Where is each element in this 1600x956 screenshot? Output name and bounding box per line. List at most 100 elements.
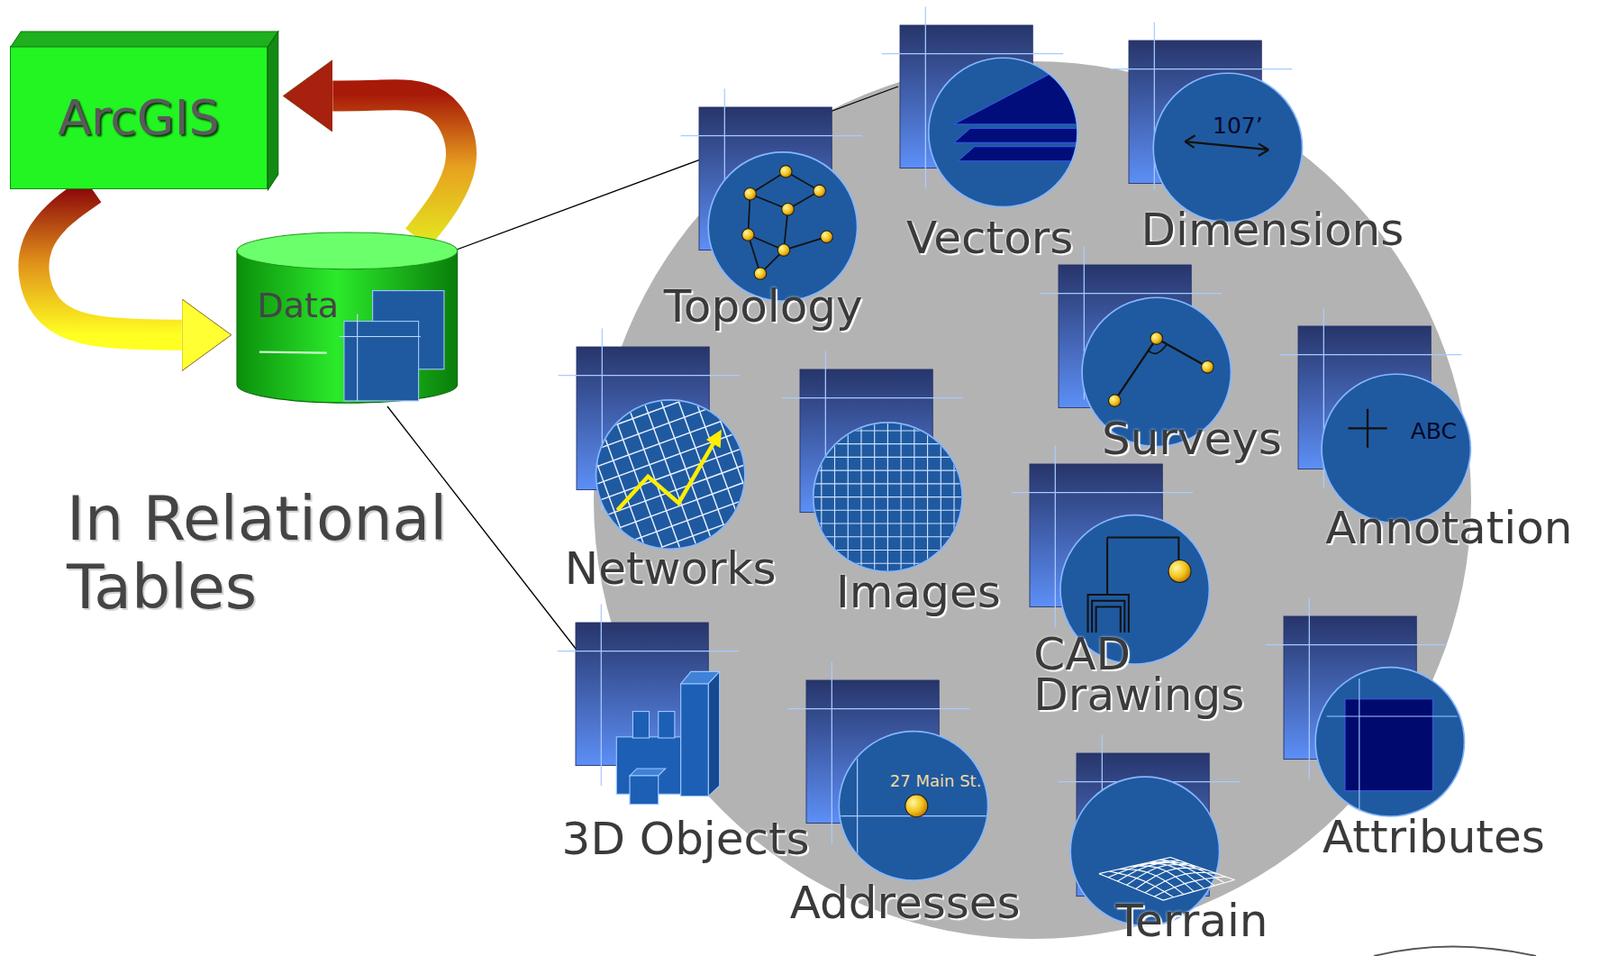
application-box: ArcGIS bbox=[9, 45, 267, 190]
vector-band bbox=[954, 128, 1085, 144]
data-type-icon: Attributes bbox=[1283, 616, 1417, 760]
dimension-arrow bbox=[1184, 136, 1269, 157]
terrain-mesh bbox=[1099, 856, 1236, 900]
annotation-anchor bbox=[1347, 409, 1387, 448]
node-label: CAD Drawings bbox=[1033, 634, 1259, 716]
raster-grid bbox=[806, 415, 970, 579]
survey-angle bbox=[1147, 345, 1166, 355]
network-grid bbox=[539, 344, 801, 606]
network-grid bbox=[539, 344, 801, 606]
flow-arrow bbox=[332, 94, 462, 238]
table-sheet bbox=[344, 321, 419, 401]
icon-art bbox=[1283, 616, 1285, 618]
tower-side bbox=[708, 671, 719, 796]
cylinder-body bbox=[236, 251, 458, 404]
network-grid bbox=[539, 344, 801, 606]
database-cylinder: Data bbox=[236, 232, 458, 403]
network-grid bbox=[539, 344, 801, 606]
icon-disc bbox=[708, 152, 857, 301]
node-label: Attributes bbox=[1322, 810, 1546, 864]
system-name: ArcGIS bbox=[57, 89, 220, 146]
icon-art bbox=[806, 680, 808, 682]
caption-label: In Relational Tables bbox=[66, 484, 491, 622]
network-grid bbox=[539, 344, 801, 606]
highlight bbox=[259, 352, 328, 354]
node-label: Dimensions bbox=[1140, 203, 1404, 256]
survey-point bbox=[1200, 361, 1214, 374]
icon-art bbox=[699, 107, 700, 109]
topology-edge bbox=[783, 236, 828, 251]
address-point bbox=[905, 794, 928, 818]
raster-grid bbox=[806, 415, 970, 579]
topology-vertex bbox=[777, 244, 791, 257]
tower-front bbox=[680, 683, 709, 797]
box-depth bbox=[10, 46, 12, 48]
chimney bbox=[658, 710, 675, 737]
raster-grid bbox=[806, 415, 970, 579]
raster-grid bbox=[806, 415, 970, 579]
cad-point bbox=[1168, 560, 1191, 583]
cube-top bbox=[629, 768, 666, 776]
dimension-value: 107’ bbox=[1212, 112, 1264, 139]
raster-grid bbox=[806, 415, 970, 579]
icon-art bbox=[576, 346, 578, 348]
box-side bbox=[268, 31, 279, 191]
data-type-icon: 3D Objects bbox=[575, 622, 709, 766]
node-label: Images bbox=[836, 565, 1001, 619]
icon-disc bbox=[1315, 667, 1464, 817]
raster-grid bbox=[806, 415, 970, 579]
icon-art bbox=[1076, 753, 1078, 755]
data-type-icon: Topology bbox=[699, 107, 832, 251]
icon-disc bbox=[1153, 73, 1302, 223]
raster-grid bbox=[806, 415, 970, 579]
node-label: Annotation bbox=[1325, 501, 1573, 555]
partial-ellipse bbox=[1373, 946, 1537, 956]
topology-vertex bbox=[741, 228, 755, 242]
topology-vertex bbox=[779, 164, 792, 178]
cylinder-shape bbox=[236, 232, 238, 234]
data-type-icon: Terrain bbox=[1076, 753, 1210, 897]
address-crosshair bbox=[831, 724, 995, 888]
survey-traverse bbox=[1114, 338, 1208, 401]
network-grid bbox=[539, 344, 801, 606]
survey-point bbox=[1108, 394, 1121, 408]
node-label: Networks bbox=[564, 542, 777, 595]
icon-art bbox=[900, 25, 901, 27]
data-type-icon: Dimensions107’ bbox=[1128, 40, 1262, 184]
cube-front bbox=[629, 775, 659, 805]
vector-band bbox=[958, 146, 1085, 162]
data-type-icon: AnnotationABC bbox=[1298, 326, 1431, 470]
raster-grid bbox=[806, 415, 970, 579]
raster-grid bbox=[806, 415, 970, 579]
store-name: Data bbox=[256, 285, 339, 326]
data-type-icon: CAD Drawings bbox=[1029, 463, 1163, 608]
topology-vertex bbox=[754, 267, 767, 281]
annotation-sample: ABC bbox=[1410, 417, 1457, 444]
data-type-icon: Networks bbox=[576, 346, 710, 491]
topology-vertex bbox=[781, 202, 795, 216]
attribute-lines bbox=[1326, 678, 1457, 811]
icon-art bbox=[1298, 326, 1300, 328]
network-grid bbox=[539, 344, 801, 606]
network-grid bbox=[539, 344, 801, 606]
table-lines bbox=[338, 314, 421, 401]
network-grid bbox=[539, 344, 801, 606]
icon-disc bbox=[1321, 374, 1471, 524]
data-type-icon: Surveys bbox=[1058, 264, 1191, 409]
flow-arrow bbox=[33, 190, 182, 336]
cad-linework bbox=[1087, 537, 1179, 633]
icon-disc bbox=[838, 731, 988, 881]
node-label: Topology bbox=[663, 280, 864, 333]
survey-point bbox=[1149, 332, 1163, 346]
data-type-icon: Vectors bbox=[900, 25, 1033, 169]
network-grid bbox=[539, 344, 801, 606]
chimney bbox=[632, 710, 649, 737]
network-grid bbox=[539, 344, 801, 606]
icon-art bbox=[1029, 463, 1031, 465]
raster-grid bbox=[806, 415, 970, 579]
address-sample: 27 Main St. bbox=[890, 771, 982, 791]
attribute-table bbox=[1345, 699, 1433, 791]
icon-art bbox=[575, 622, 577, 624]
node-label: Addresses bbox=[790, 876, 1021, 929]
icon-art bbox=[800, 369, 801, 371]
